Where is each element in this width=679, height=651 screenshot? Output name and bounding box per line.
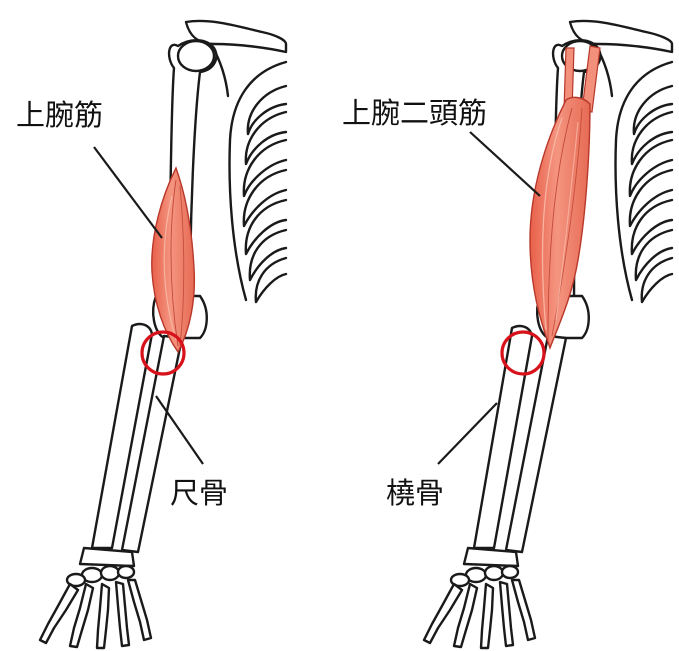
right-biceps-leader bbox=[469, 131, 541, 197]
right-insertion-marker bbox=[500, 330, 546, 376]
left-ulna-leader bbox=[155, 395, 204, 465]
left-rib-cage bbox=[228, 60, 288, 304]
ulna-label: 尺骨 bbox=[170, 476, 229, 510]
right-ulna-bone bbox=[504, 334, 568, 554]
radius-label: 橈骨 bbox=[386, 476, 445, 510]
left-insertion-marker bbox=[140, 330, 186, 376]
left-radius-bone bbox=[90, 322, 154, 550]
left-wrist bbox=[65, 546, 136, 588]
left-hand-bones bbox=[38, 578, 153, 650]
left-brachialis-muscle bbox=[151, 166, 196, 354]
left-brachialis-leader bbox=[93, 146, 163, 239]
left-arm-skeleton bbox=[38, 19, 288, 650]
right-hand-bones bbox=[422, 578, 537, 650]
biceps-brachii-label: 上腕二頭筋 bbox=[342, 96, 488, 130]
brachialis-label: 上腕筋 bbox=[16, 98, 104, 132]
right-radius-leader bbox=[437, 402, 498, 465]
right-biceps-muscle bbox=[529, 45, 601, 351]
right-rib-cage bbox=[614, 60, 674, 304]
right-wrist bbox=[449, 546, 520, 588]
right-radius-bone bbox=[472, 324, 534, 550]
